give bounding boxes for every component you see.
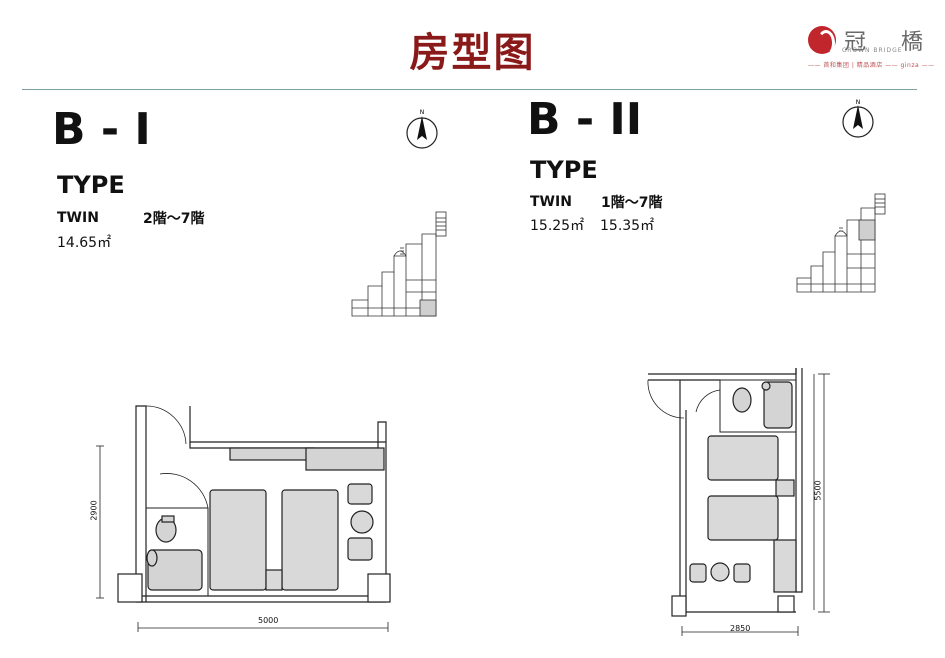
- area-b2-a: 15.25㎡: [530, 218, 585, 234]
- room-code-b2: B - II: [527, 94, 643, 145]
- dim-width-b1: 5000: [258, 616, 279, 625]
- floor-plan-b1: [96, 405, 391, 632]
- dim-height-b2: 5500: [813, 480, 823, 501]
- bed-type-b1: TWIN: [57, 210, 99, 226]
- floor-plan-b2: [647, 368, 830, 636]
- bed-type-b2: TWIN: [530, 194, 572, 210]
- svg-text:N: N: [420, 109, 425, 116]
- logo-name: 冠 橋: [844, 30, 937, 55]
- logo-subtitle: CROWN BRIDGE: [842, 47, 903, 54]
- area-b2-b: 15.35㎡: [600, 218, 655, 234]
- page-title: 房型图: [409, 30, 536, 76]
- room-code-b1: B - I: [52, 104, 151, 155]
- logo-tagline: —— 首和集团 | 精品酒店 —— ginza ——: [808, 62, 935, 69]
- type-label-b2: TYPE: [530, 156, 598, 184]
- key-plan-b2: [796, 193, 886, 293]
- dim-height-b1: 2900: [89, 500, 99, 521]
- north-compass-icon-2: N: [842, 99, 874, 138]
- svg-text:N: N: [856, 99, 861, 106]
- dim-width-b2: 2850: [730, 624, 751, 633]
- header-divider: [22, 89, 917, 90]
- floors-b2: 1階～7階: [601, 195, 663, 211]
- area-b1: 14.65㎡: [57, 235, 112, 251]
- key-plan-b1: [351, 211, 447, 317]
- north-compass-icon: N: [406, 109, 438, 149]
- type-label-b1: TYPE: [57, 171, 125, 199]
- crown-bridge-logo-icon: [808, 26, 836, 56]
- floors-b1: 2階～7階: [143, 211, 205, 227]
